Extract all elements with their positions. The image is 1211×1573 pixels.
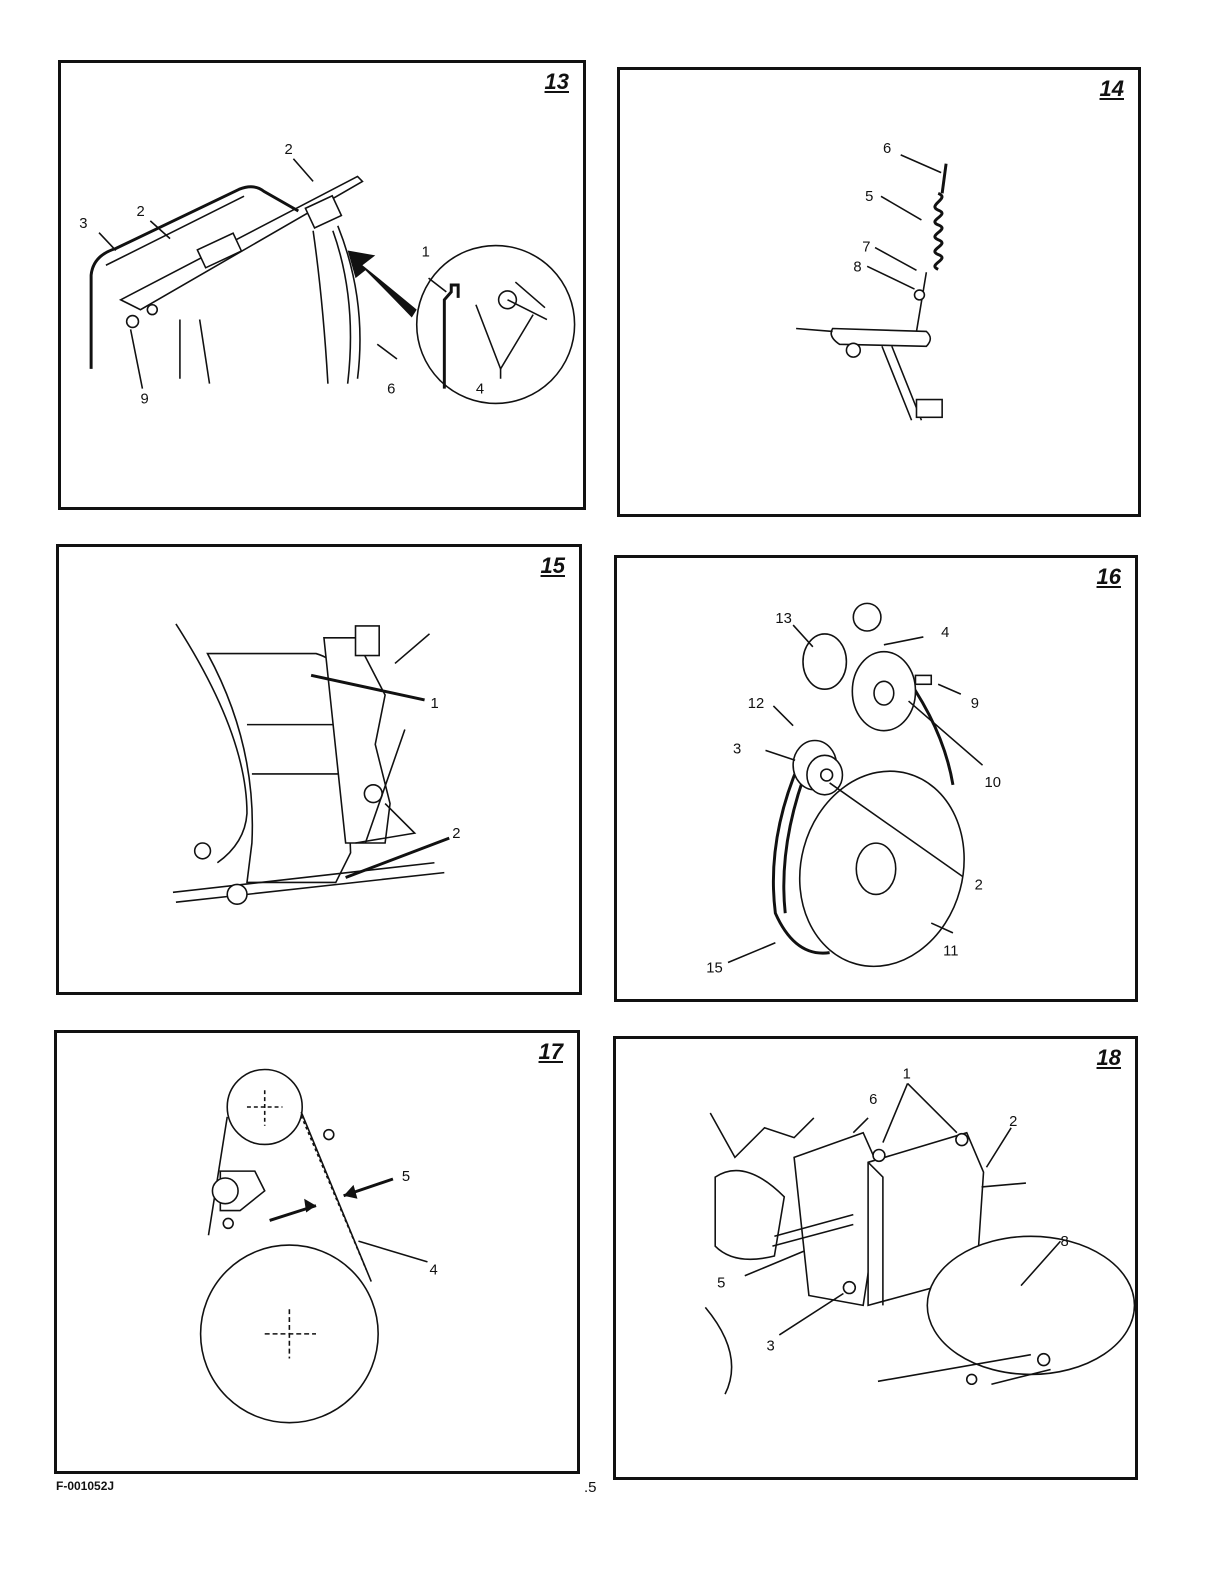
callout-1: 1 [430, 696, 438, 712]
callout-4: 4 [476, 382, 484, 398]
callout-8: 8 [1060, 1234, 1068, 1250]
callout-1: 1 [422, 244, 430, 260]
callout-2b: 2 [137, 204, 145, 220]
callout-6: 6 [869, 1092, 877, 1108]
callout-4: 4 [429, 1263, 437, 1279]
callout-15: 15 [706, 960, 722, 976]
callout-6: 6 [387, 382, 395, 398]
figure-13-panel: 1 3 1 2 2 3 4 6 9 [58, 60, 586, 510]
callout-6: 6 [883, 141, 891, 157]
figure-18-panel: 1 8 1 2 6 8 5 3 [613, 1036, 1138, 1480]
callout-13: 13 [775, 611, 791, 627]
callout-3: 3 [733, 741, 741, 757]
callout-8: 8 [853, 259, 861, 275]
figure-17-panel: 17 5 4 [54, 1030, 580, 1474]
figure-15-drawing: 1 2 [59, 547, 579, 992]
figure-15-panel: 15 1 2 [56, 544, 582, 995]
figure-16-panel: 16 13 4 9 12 10 3 2 11 15 [614, 555, 1138, 1002]
page-number: .5 [584, 1479, 597, 1496]
callout-12: 12 [748, 696, 764, 712]
figure-18-drawing: 1 2 6 8 5 3 [616, 1039, 1135, 1477]
callout-5: 5 [717, 1276, 725, 1292]
callout-5: 5 [865, 189, 873, 205]
callout-10: 10 [985, 775, 1001, 791]
callout-3: 3 [766, 1339, 774, 1355]
figure-17-drawing: 5 4 [57, 1033, 577, 1471]
callout-2: 2 [452, 826, 460, 842]
callout-9: 9 [140, 391, 148, 407]
document-code: F-001052J [56, 1479, 114, 1493]
callout-2: 2 [1009, 1114, 1017, 1130]
figure-14-panel: 14 6 5 7 8 [617, 67, 1141, 517]
figure-14-drawing: 6 5 7 8 [620, 70, 1138, 514]
callout-1: 1 [903, 1066, 911, 1082]
callout-2: 2 [285, 142, 293, 158]
callout-2: 2 [975, 877, 983, 893]
callout-9: 9 [971, 696, 979, 712]
figure-16-drawing: 13 4 9 12 10 3 2 11 15 [617, 558, 1135, 999]
callout-11: 11 [943, 944, 958, 960]
callout-5: 5 [402, 1169, 410, 1185]
callout-4: 4 [941, 625, 949, 641]
callout-7: 7 [862, 240, 870, 256]
callout-3: 3 [79, 216, 87, 232]
figure-13-drawing: 1 2 2 3 4 6 9 [61, 63, 583, 507]
